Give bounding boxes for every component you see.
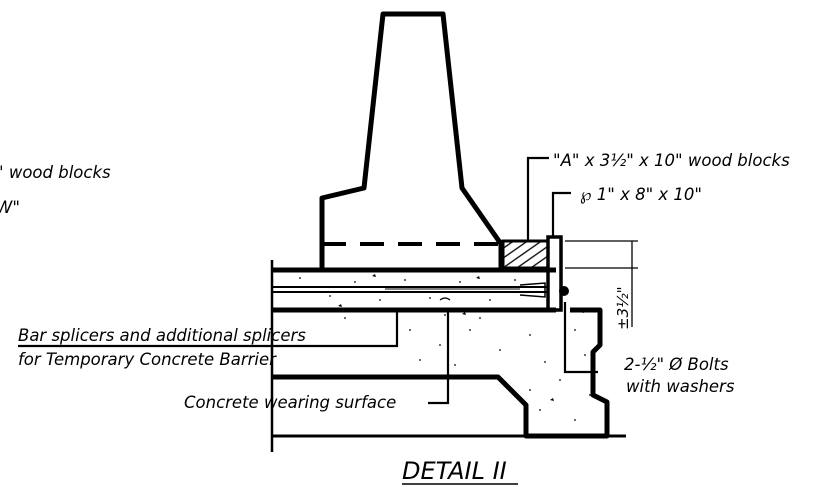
- bar-splicers: [272, 282, 548, 301]
- dimension-lines: [565, 240, 638, 327]
- dimension-label: ±3½": [614, 286, 632, 330]
- wood-block: [501, 239, 550, 270]
- splicers-label-line2: for Temporary Concrete Barrier: [18, 350, 277, 369]
- wood-blocks-label: "A" x 3½" x 10" wood blocks: [553, 151, 790, 170]
- detail-title: DETAIL II: [402, 457, 507, 485]
- steel-plate: [546, 235, 563, 312]
- bolt-head: [559, 286, 569, 296]
- wearing-surface-label: Concrete wearing surface: [184, 393, 396, 412]
- cut-off-label-line2: W": [0, 198, 20, 217]
- splicers-label-line1: Bar splicers and additional splicers: [18, 326, 306, 345]
- leader-lines: [18, 156, 598, 405]
- plate-label: ℘ 1" x 8" x 10": [580, 185, 702, 204]
- bolts-label-line1: 2-½" Ø Bolts: [624, 355, 729, 374]
- deck-slab: [270, 260, 626, 452]
- bolts-label-line2: with washers: [626, 377, 735, 396]
- cut-off-label-line1: " wood blocks: [0, 163, 111, 182]
- temporary-concrete-barrier: [319, 11, 504, 268]
